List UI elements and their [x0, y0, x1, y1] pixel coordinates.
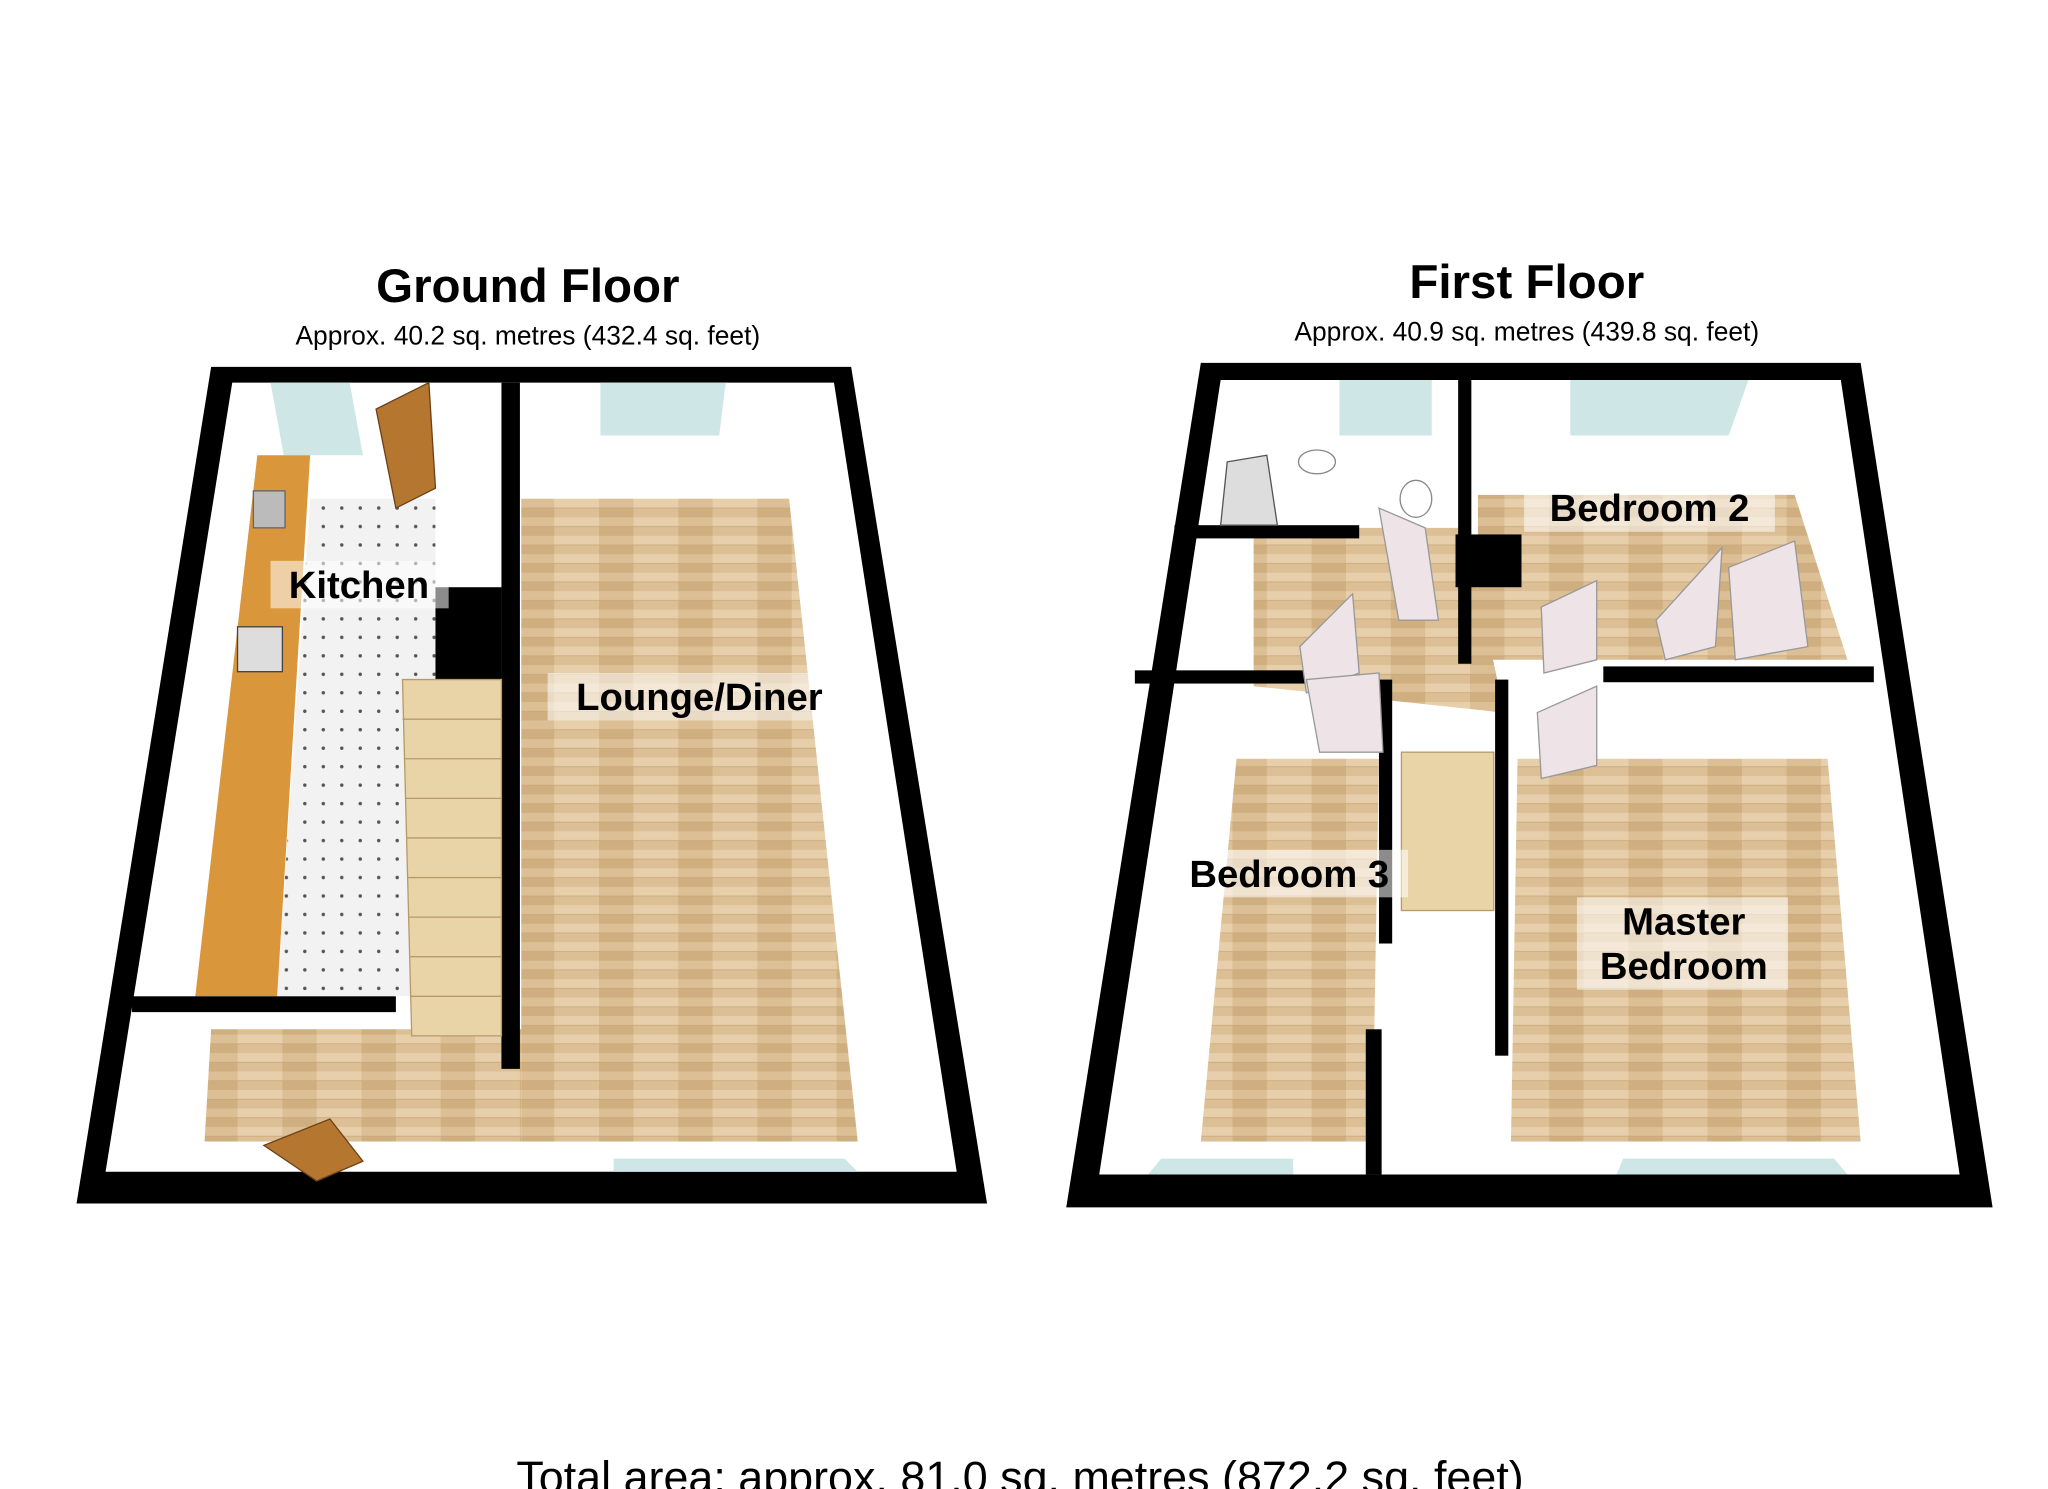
window: [600, 382, 726, 436]
internal-wall: [1495, 679, 1509, 1056]
window: [1616, 1158, 1848, 1175]
internal-wall: [1174, 525, 1360, 539]
window: [1339, 380, 1432, 436]
internal-wall: [131, 996, 396, 1013]
internal-wall: [1603, 666, 1874, 683]
window: [613, 1158, 858, 1172]
toilet-icon: [1399, 479, 1433, 518]
internal-wall: [1458, 380, 1472, 664]
stairs-void: [1400, 751, 1495, 912]
first-floor-area: Approx. 40.9 sq. metres (439.8 sq. feet): [1294, 316, 1759, 346]
kitchen-floor: [277, 498, 436, 997]
ground-floor-title: Ground Floor: [376, 260, 679, 313]
ground-floor-area: Approx. 40.2 sq. metres (432.4 sq. feet): [295, 320, 760, 350]
window: [1570, 380, 1749, 436]
hall-floor: [204, 1029, 522, 1142]
total-area: Total area: approx. 81.0 sq. metres (872…: [516, 1451, 1523, 1489]
hob-icon: [236, 626, 284, 673]
sink-icon: [252, 490, 286, 529]
window: [1148, 1158, 1294, 1175]
window: [270, 382, 363, 456]
first-floor-plan: First Floor Approx. 40.9 sq. metres (439…: [1066, 256, 1993, 1208]
stairs: [401, 678, 503, 1037]
room-label-kitchen: Kitchen: [289, 564, 429, 607]
doors: [1299, 506, 1809, 780]
ground-floor-plan: Ground Floor Approx. 40.2 sq. metres (43…: [76, 260, 988, 1204]
stair-treads: [402, 718, 502, 997]
shower-icon: [1219, 454, 1279, 526]
room-label-lounge-diner: Lounge/Diner: [576, 676, 823, 719]
first-floor-title: First Floor: [1409, 256, 1644, 309]
back-door: [262, 1118, 364, 1182]
internal-wall: [1365, 1029, 1382, 1175]
front-door: [375, 381, 437, 510]
internal-wall: [501, 382, 520, 1069]
internal-wall: [1455, 534, 1522, 588]
room-label-bedroom-2: Bedroom 2: [1550, 487, 1750, 530]
room-label-bedroom-3: Bedroom 3: [1189, 853, 1389, 896]
wash-basin-icon: [1297, 449, 1337, 475]
room-label-master-bedroom-line2: Bedroom: [1600, 945, 1768, 988]
lounge-floor: [521, 498, 858, 1142]
room-label-master-bedroom-line1: Master: [1622, 900, 1745, 943]
internal-wall: [1134, 670, 1307, 684]
